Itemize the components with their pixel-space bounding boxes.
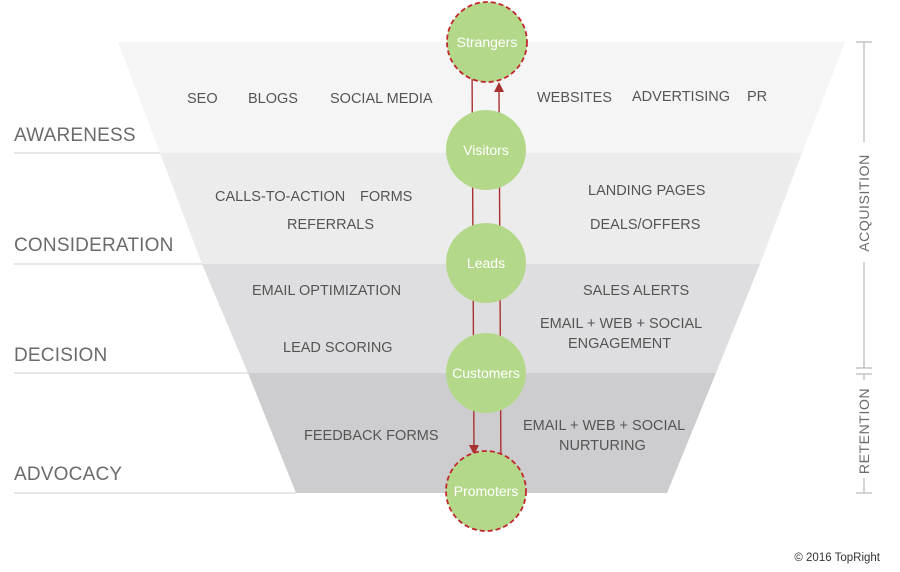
- advocacy-band: [248, 373, 716, 493]
- acquisition-label: ACQUISITION: [856, 154, 872, 252]
- stage-label-consideration: CONSIDERATION: [14, 235, 174, 256]
- tactic-referrals: REFERRALS: [287, 217, 374, 233]
- node-label-leads: Leads: [467, 255, 505, 271]
- node-label-strangers: Strangers: [457, 34, 518, 50]
- tactic-engagement: ENGAGEMENT: [568, 336, 671, 352]
- tactic-blogs: BLOGS: [248, 91, 298, 107]
- tactic-websites: WEBSITES: [537, 90, 612, 106]
- retention-bracket: RETENTION: [856, 373, 872, 494]
- tactic-sales-alerts: SALES ALERTS: [583, 283, 689, 299]
- tactic-calls-to-action: CALLS-TO-ACTION: [215, 189, 345, 205]
- acquisition-bracket: ACQUISITION: [856, 41, 872, 369]
- node-label-visitors: Visitors: [463, 142, 509, 158]
- stage-label-awareness: AWARENESS: [14, 125, 136, 146]
- node-promoters: Promoters: [445, 450, 527, 532]
- copyright-text: © 2016 TopRight: [794, 552, 880, 564]
- tactic-deals-offers: DEALS/OFFERS: [590, 217, 700, 233]
- node-strangers: Strangers: [446, 1, 528, 83]
- tactic-seo: SEO: [187, 91, 218, 107]
- tactic-landing-pages: LANDING PAGES: [588, 183, 705, 199]
- tactic-feedback-forms: FEEDBACK FORMS: [304, 428, 439, 444]
- stage-label-advocacy: ADVOCACY: [14, 464, 122, 485]
- tactic-email-web-social: EMAIL + WEB + SOCIAL: [540, 316, 702, 332]
- tactic-email-optimization: EMAIL OPTIMIZATION: [252, 283, 401, 299]
- tactic-social-media: SOCIAL MEDIA: [330, 91, 433, 107]
- tactic-advertising: ADVERTISING: [632, 89, 730, 105]
- stage-label-decision: DECISION: [14, 345, 107, 366]
- consideration-band: [160, 153, 802, 264]
- node-leads: Leads: [446, 223, 526, 303]
- tactic-lead-scoring: LEAD SCORING: [283, 340, 393, 356]
- tactic-email-web-social-advocacy: EMAIL + WEB + SOCIAL: [523, 418, 685, 434]
- node-label-promoters: Promoters: [454, 483, 519, 499]
- tactic-nurturing: NURTURING: [559, 438, 646, 454]
- retention-label: RETENTION: [856, 388, 872, 474]
- awareness-band: [118, 42, 845, 153]
- node-label-customers: Customers: [452, 365, 520, 381]
- node-visitors: Visitors: [446, 110, 526, 190]
- node-customers: Customers: [446, 333, 526, 413]
- tactic-pr: PR: [747, 89, 767, 105]
- tactic-forms: FORMS: [360, 189, 412, 205]
- decision-band: [202, 264, 760, 373]
